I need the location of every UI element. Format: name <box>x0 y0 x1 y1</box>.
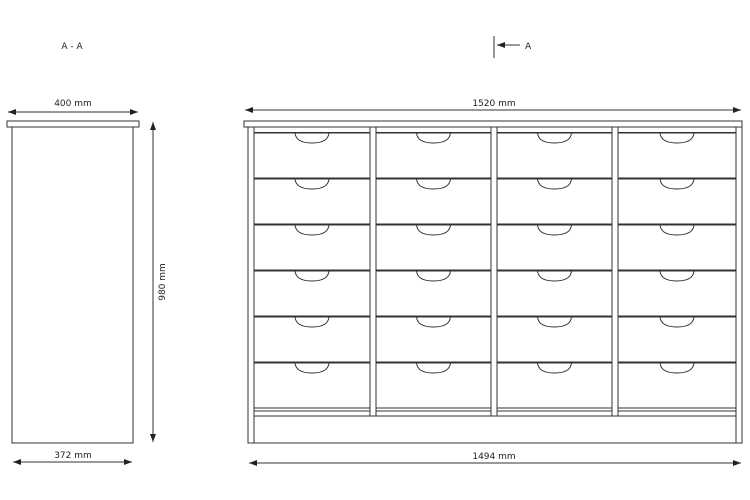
drawer-handle-icon <box>659 362 695 374</box>
front-base-width-label: 1494 mm <box>472 452 515 462</box>
drawer-front <box>375 178 492 225</box>
plinth <box>253 415 737 444</box>
drawer-front <box>617 362 737 409</box>
drawer-front <box>617 316 737 363</box>
bottom-rail <box>375 410 492 417</box>
section-label: A - A <box>61 42 83 52</box>
bottom-rail <box>496 410 613 417</box>
drawer-front <box>496 178 613 225</box>
drawer-handle-icon <box>294 316 330 328</box>
drawer-front <box>375 224 492 271</box>
drawer-handle-icon <box>659 224 695 236</box>
drawer-front <box>496 224 613 271</box>
drawer-front <box>253 316 371 363</box>
drawer-handle-icon <box>659 178 695 190</box>
side-view: 400 mm 980 mm 372 mm <box>6 99 168 465</box>
drawer-front <box>496 270 613 317</box>
side-body <box>11 126 134 444</box>
drawer-handle-icon <box>416 224 451 236</box>
drawer-handle-icon <box>659 270 695 282</box>
drawer-front <box>375 132 492 179</box>
drawer-front <box>496 132 613 179</box>
side-top-board <box>6 120 140 128</box>
drawer-front <box>253 270 371 317</box>
drawer-front <box>375 362 492 409</box>
vertical-post <box>611 126 619 417</box>
drawer-front <box>253 362 371 409</box>
vertical-post <box>490 126 498 417</box>
drawer-handle-icon <box>294 362 330 374</box>
vertical-post <box>369 126 377 417</box>
drawer-front <box>253 132 371 179</box>
drawer-handle-icon <box>659 316 695 328</box>
side-top-width-label: 400 mm <box>54 99 92 109</box>
vertical-post <box>247 126 255 444</box>
drawer-front <box>617 270 737 317</box>
drawer-front <box>496 316 613 363</box>
side-base-width-label: 372 mm <box>54 451 92 461</box>
section-marker: A <box>493 36 532 58</box>
drawer-handle-icon <box>416 316 451 328</box>
vertical-post <box>735 126 743 444</box>
drawer-handle-icon <box>537 132 572 144</box>
drawer-front <box>253 224 371 271</box>
drawer-handle-icon <box>537 316 572 328</box>
drawer-handle-icon <box>537 362 572 374</box>
front-top-board <box>243 120 743 128</box>
drawer-front <box>375 316 492 363</box>
drawer-handle-icon <box>659 132 695 144</box>
front-view: 1520 mm 1494 mm <box>243 99 743 466</box>
side-height-label: 980 mm <box>158 263 168 301</box>
drawer-front <box>375 270 492 317</box>
drawer-handle-icon <box>294 178 330 190</box>
drawer-handle-icon <box>294 132 330 144</box>
drawer-handle-icon <box>416 178 451 190</box>
drawer-handle-icon <box>416 270 451 282</box>
section-marker-label: A <box>525 42 532 52</box>
drawer-handle-icon <box>294 270 330 282</box>
front-top-width-label: 1520 mm <box>472 99 515 109</box>
drawer-handle-icon <box>416 362 451 374</box>
drawer-handle-icon <box>537 178 572 190</box>
bottom-rail <box>617 410 737 417</box>
drawer-handle-icon <box>416 132 451 144</box>
bottom-rail <box>253 410 371 417</box>
drawer-handle-icon <box>537 270 572 282</box>
drawer-front <box>617 224 737 271</box>
drawer-front <box>617 132 737 179</box>
drawer-handle-icon <box>537 224 572 236</box>
drawer-front <box>253 178 371 225</box>
drawer-front <box>617 178 737 225</box>
drawer-handle-icon <box>294 224 330 236</box>
drawer-front <box>496 362 613 409</box>
